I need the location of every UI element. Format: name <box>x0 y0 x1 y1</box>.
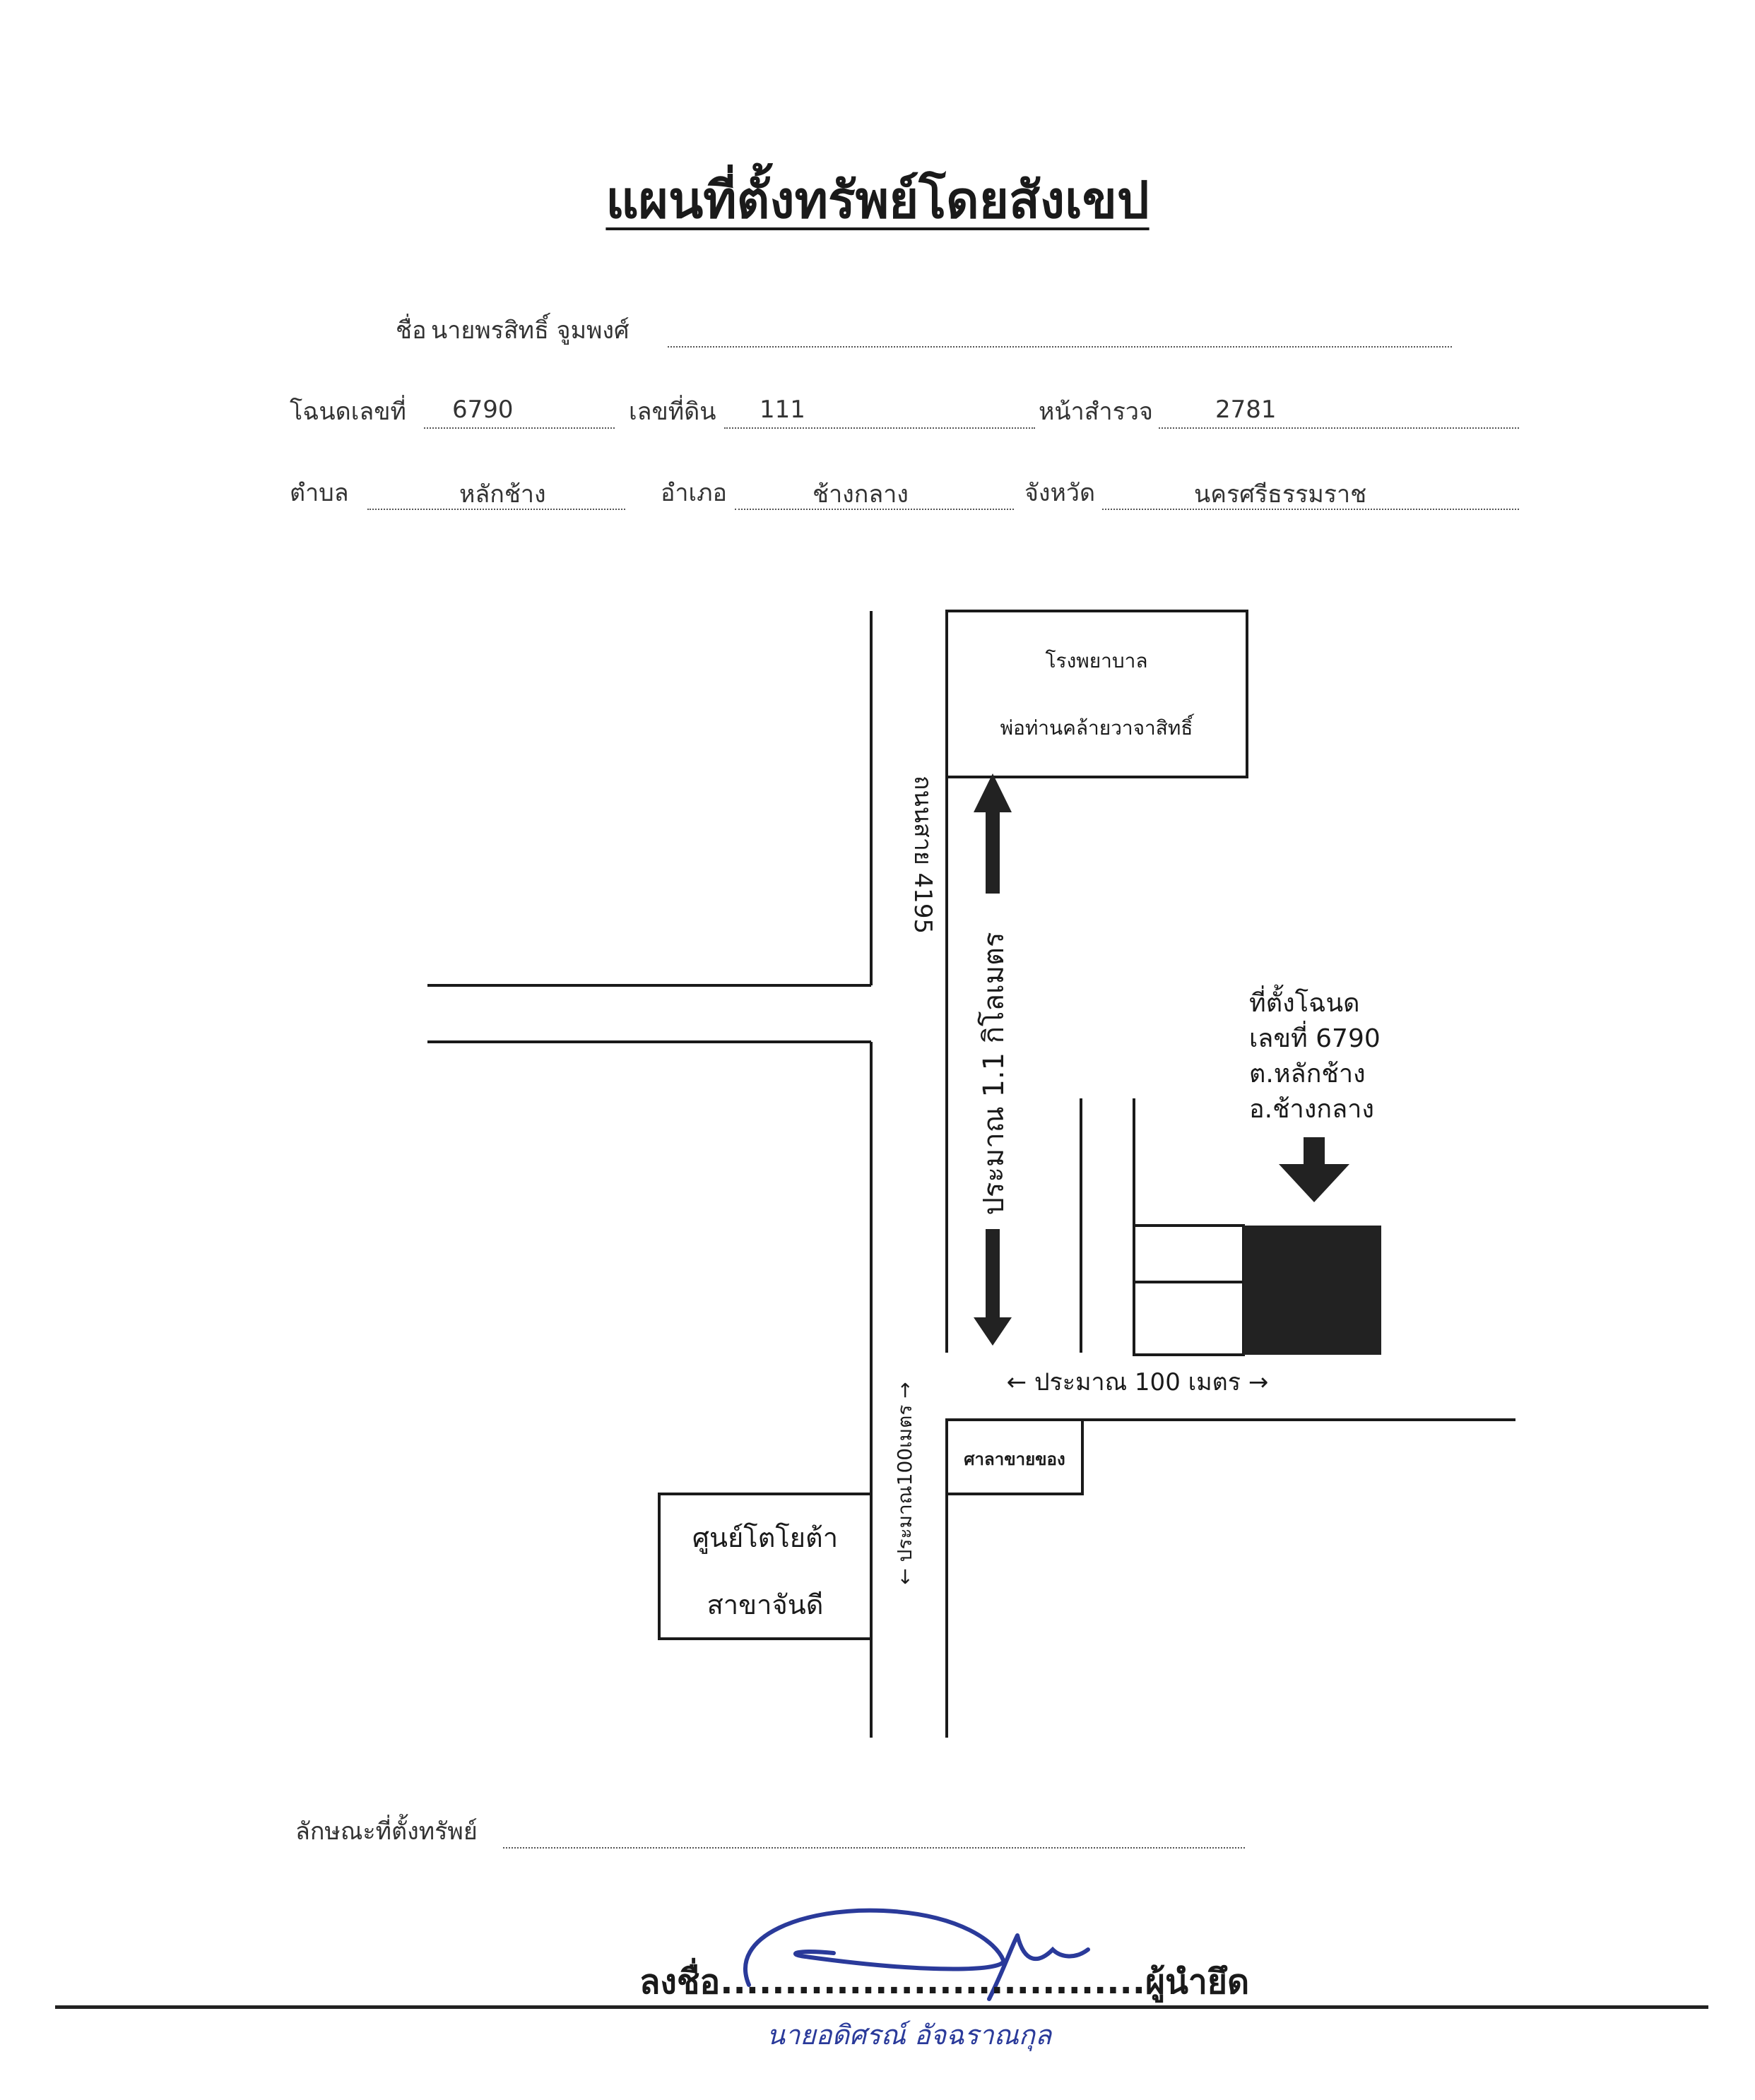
province-label: จังหวัด <box>1024 479 1096 507</box>
deed-no-underline <box>424 427 615 429</box>
subdistrict-label: ตำบล <box>290 479 349 507</box>
district-value: ช้างกลาง <box>812 480 909 509</box>
property-plot <box>1243 1226 1381 1355</box>
road-label: ถนนสาย 4195 <box>909 776 937 934</box>
property-label-line2: เลขที่ 6790 <box>1249 1021 1381 1053</box>
sign-label: ลงชื่อ.................................ผ… <box>639 1962 1250 2002</box>
neighbor-plot-outline <box>1133 1224 1245 1356</box>
distance-horizontal-label: ← ประมาณ 100 เมตร → <box>1007 1368 1269 1396</box>
shop-label: ศาลาขายของ <box>964 1449 1065 1469</box>
subdistrict-underline <box>367 509 625 510</box>
signature-mark <box>743 1908 1090 2001</box>
land-no-underline <box>724 427 1035 429</box>
survey-page-label: หน้าสำรวจ <box>1039 398 1153 426</box>
signer-name: นายอดิศรณ์ อัจฉราณกุล <box>767 2019 1052 2051</box>
arrow-head-up <box>974 773 1012 812</box>
property-label-line1: ที่ตั้งโฉนด <box>1249 984 1360 1018</box>
province-underline <box>1102 509 1519 510</box>
shop-box <box>945 1418 1084 1495</box>
distance-side-label: ← ประมาณ100เมตร → <box>893 1382 916 1584</box>
name-value: นายพรสิทธิ์ จูมพงศ์ <box>431 316 630 345</box>
hospital-name-line1: โรงพยาบาล <box>1046 649 1148 672</box>
name-underline <box>668 346 1452 348</box>
subdistrict-value: หลักช้าง <box>459 480 546 509</box>
survey-page-value: 2781 <box>1215 396 1277 424</box>
distance-vertical-label: ประมาณ 1.1 กิโลเมตร <box>978 932 1010 1215</box>
district-label: อำเภอ <box>661 479 727 507</box>
arrow-shaft-top <box>986 812 1000 894</box>
district-underline <box>735 509 1014 510</box>
name-label: ชื่อ <box>396 316 427 345</box>
property-label-line4: อ.ช้างกลาง <box>1249 1095 1374 1124</box>
property-label-line3: ต.หลักช้าง <box>1249 1060 1366 1088</box>
toyota-label-line2: สาขาจันดี <box>707 1589 824 1620</box>
survey-page-underline <box>1159 427 1519 429</box>
pointer-head <box>1279 1164 1349 1202</box>
arrow-head-down <box>974 1317 1012 1346</box>
signature-baseline <box>55 2005 1708 2009</box>
distance-arrow-vertical <box>974 773 1012 1346</box>
characteristics-underline <box>503 1847 1245 1849</box>
pointer-shaft <box>1304 1137 1325 1165</box>
characteristics-label: ลักษณะที่ตั้งทรัพย์ <box>295 1817 478 1846</box>
arrow-shaft-bottom <box>986 1229 1000 1321</box>
hospital-box <box>945 610 1248 778</box>
toyota-label-line1: ศูนย์โตโยต้า <box>692 1522 838 1554</box>
document-title: แผนที่ตั้งทรัพย์โดยสังเขป <box>605 170 1150 230</box>
hospital-name-line2: พ่อท่านคล้ายวาจาสิทธิ์ <box>1000 713 1195 740</box>
land-no-value: 111 <box>760 396 805 424</box>
deed-no-label: โฉนดเลขที่ <box>290 398 406 426</box>
deed-no-value: 6790 <box>452 396 514 424</box>
property-pointer-arrow <box>1279 1137 1349 1202</box>
land-no-label: เลขที่ดิน <box>629 398 716 426</box>
toyota-box <box>658 1493 873 1640</box>
province-value: นครศรีธรรมราช <box>1194 480 1367 509</box>
